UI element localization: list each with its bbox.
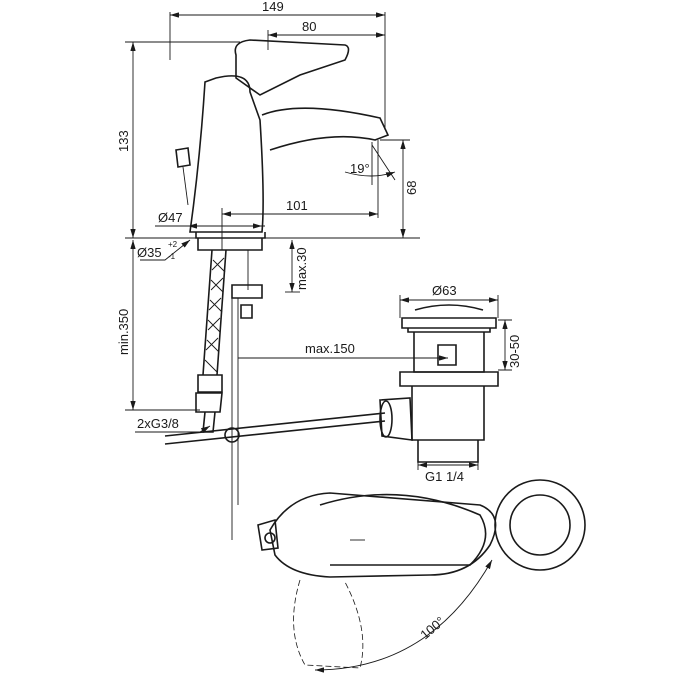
dim-101: 101 — [286, 198, 308, 213]
dim-max150: max.150 — [305, 341, 355, 356]
dim-d35-tol-minus: -1 — [168, 252, 176, 261]
dim-max30: max.30 — [294, 247, 309, 290]
dim-2xg38: 2xG3/8 — [137, 416, 179, 431]
dim-30-50: 30-50 — [507, 335, 522, 368]
faucet-top-view — [257, 479, 586, 673]
dim-19deg: 19° — [350, 161, 370, 176]
dim-133: 133 — [116, 130, 131, 152]
dim-min350: min.350 — [116, 309, 131, 355]
dim-d35-tol-plus: +2 — [168, 240, 178, 249]
dim-d63: Ø63 — [432, 283, 457, 298]
dim-68: 68 — [404, 181, 419, 195]
dim-80: 80 — [302, 19, 316, 34]
dim-d47: Ø47 — [158, 210, 183, 225]
waste-valve — [379, 304, 499, 463]
dimension-lines — [125, 12, 512, 470]
dim-100deg: 100° — [417, 614, 447, 643]
faucet-side-view — [164, 39, 390, 540]
dim-d35: Ø35 — [137, 245, 162, 260]
dimension-labels: 149 80 133 19° 68 101 Ø47 Ø35 +2 -1 max.… — [116, 0, 522, 642]
dim-149: 149 — [262, 0, 284, 14]
dim-g1-14: G1 1/4 — [425, 469, 464, 484]
